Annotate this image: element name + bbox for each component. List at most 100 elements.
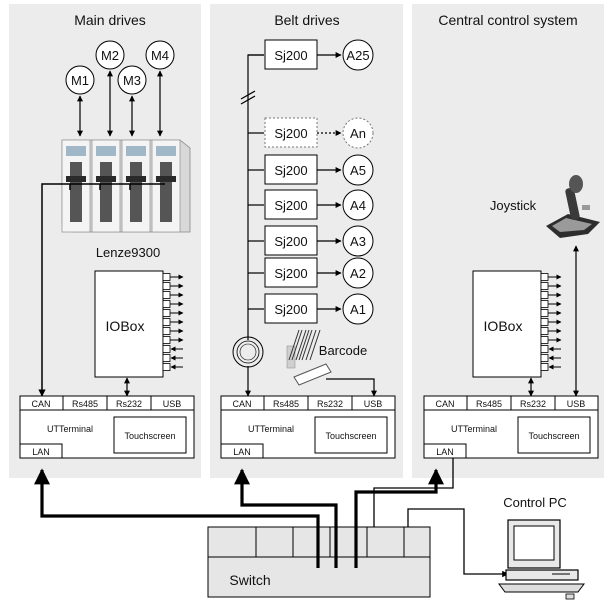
- motor-m4-label: M4: [151, 48, 169, 63]
- io-pin: [540, 282, 549, 290]
- axis-label: A5: [350, 163, 366, 178]
- port-rs485-central: Rs485: [476, 399, 502, 409]
- sj200-box: [264, 117, 318, 148]
- port-rs232-main: Rs232: [116, 399, 142, 409]
- drive-label: Lenze9300: [96, 245, 160, 260]
- axis-circle: [342, 189, 374, 221]
- axis-label: A2: [350, 266, 366, 281]
- io-pin: [540, 318, 549, 326]
- sj200-label: Sj200: [274, 126, 307, 141]
- io-pin: [162, 282, 171, 290]
- axis-label: A25: [346, 48, 369, 63]
- motor-m3-label: M3: [123, 73, 141, 88]
- port-can-main: CAN: [31, 399, 50, 409]
- motor-m1: [65, 65, 95, 95]
- iobox-central-label: IOBox: [484, 318, 523, 334]
- barcode-label: Barcode: [319, 343, 367, 358]
- touchscreen-main: [113, 416, 187, 454]
- belt-row-a25: Sj200 A25: [248, 39, 374, 71]
- sj200-label: Sj200: [274, 48, 307, 63]
- terminal-central-name: UTTerminal: [451, 424, 497, 434]
- axis-label: A4: [350, 198, 366, 213]
- sj200-label: Sj200: [274, 302, 307, 317]
- axis-circle: [342, 39, 374, 71]
- sj200-box: [264, 257, 318, 288]
- io-pin: [540, 300, 549, 308]
- panel-title-main: Main drives: [74, 12, 146, 28]
- panel-title-belt: Belt drives: [274, 12, 339, 28]
- port-usb-central: USB: [567, 399, 586, 409]
- port-rs232-central: Rs232: [520, 399, 546, 409]
- terminal-belt-name: UTTerminal: [248, 424, 294, 434]
- io-pin: [162, 273, 171, 281]
- axis-label: A1: [350, 302, 366, 317]
- terminal-main-name: UTTerminal: [47, 424, 93, 434]
- io-pin: [162, 309, 171, 317]
- sj200-box: [264, 154, 318, 185]
- belt-slip-ring: [232, 336, 264, 368]
- motor-m3: [117, 65, 147, 95]
- touchscreen-central-label: Touchscreen: [528, 431, 579, 441]
- io-pin: [162, 336, 171, 344]
- barcode-scanner-image: [286, 329, 332, 386]
- io-pin: [162, 318, 171, 326]
- port-usb-main: USB: [163, 399, 182, 409]
- io-pin: [162, 291, 171, 299]
- control-pc-label: Control PC: [503, 495, 567, 510]
- sj200-box: [264, 225, 318, 256]
- axis-label: A3: [350, 234, 366, 249]
- iobox-main-pins: [162, 273, 184, 371]
- belt-row-an: Sj200 An: [248, 117, 374, 149]
- motor-m4: [145, 40, 175, 70]
- io-pin: [162, 363, 171, 371]
- motor-m2: [95, 40, 125, 70]
- motor-m2-label: M2: [101, 48, 119, 63]
- motor-arrows: [77, 70, 163, 137]
- control-pc-image: [498, 519, 585, 600]
- joystick-image: [546, 175, 600, 238]
- touchscreen-belt: [314, 416, 388, 454]
- iobox-main-label: IOBox: [106, 318, 145, 334]
- io-pin: [540, 336, 549, 344]
- joystick-label: Joystick: [490, 198, 537, 213]
- axis-circle: [342, 117, 374, 149]
- touchscreen-central: [517, 416, 591, 454]
- io-pin: [540, 345, 549, 353]
- port-rs485-belt: Rs485: [273, 399, 299, 409]
- io-pin: [540, 327, 549, 335]
- axis-circle: [342, 257, 374, 289]
- axis-circle: [342, 154, 374, 186]
- io-pin: [162, 327, 171, 335]
- io-pin: [540, 273, 549, 281]
- lan-main: LAN: [32, 447, 50, 457]
- main-can-bus: [38, 183, 165, 397]
- motors: M1 M2 M3 M4: [65, 40, 175, 95]
- belt-row-a3: Sj200 A3: [248, 225, 374, 257]
- port-can-central: CAN: [435, 399, 454, 409]
- sj200-box: [264, 293, 318, 324]
- port-rs485-main: Rs485: [72, 399, 98, 409]
- iobox-central: IOBox: [472, 270, 542, 378]
- iobox-central-pins: [540, 273, 562, 371]
- io-pin: [162, 345, 171, 353]
- io-pin: [162, 300, 171, 308]
- io-pin: [162, 354, 171, 362]
- sj200-label: Sj200: [274, 234, 307, 249]
- lan-central: LAN: [436, 447, 454, 457]
- network-cables: [34, 468, 444, 568]
- port-can-belt: CAN: [232, 399, 251, 409]
- io-pin: [540, 354, 549, 362]
- lenze-drive-image: [61, 139, 191, 233]
- sj200-label: Sj200: [274, 266, 307, 281]
- touchscreen-belt-label: Touchscreen: [325, 431, 376, 441]
- port-usb-belt: USB: [364, 399, 383, 409]
- terminal-central: CAN Rs485 Rs232 USB UTTerminal Touchscre…: [423, 395, 599, 459]
- io-pin: [540, 309, 549, 317]
- touchscreen-main-label: Touchscreen: [124, 431, 175, 441]
- axis-label: An: [350, 126, 366, 141]
- sj200-box: [264, 189, 318, 220]
- io-pin: [540, 363, 549, 371]
